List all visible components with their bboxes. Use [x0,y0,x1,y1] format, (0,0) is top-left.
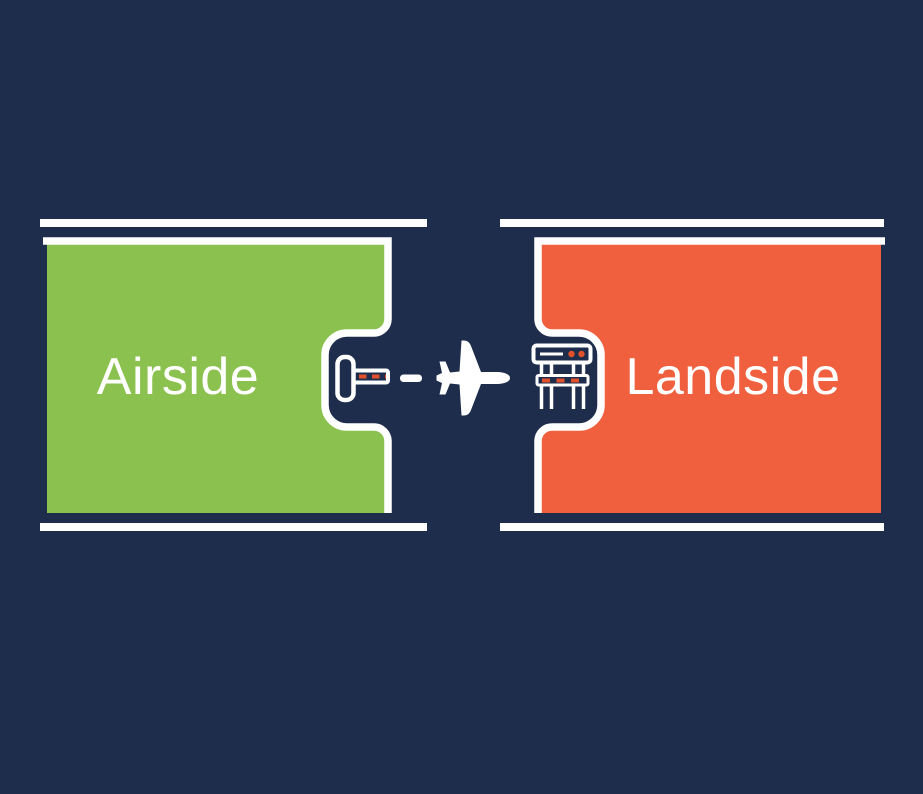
boundary-lines [40,219,884,531]
bottom-boundary-line-right [500,523,884,531]
airside-block [43,237,392,513]
landside-block [534,237,885,513]
airplane-icon [436,340,510,416]
barrier-post [335,354,356,403]
detector-light [568,350,575,358]
detector-light [578,350,585,358]
top-boundary-line-right [500,219,884,227]
barrier-gate-icon [335,354,390,403]
barrier-arm [351,368,390,385]
airside-block-fill [47,241,388,513]
bottom-boundary-line-left [40,523,427,531]
landside-label: Landside [625,348,841,406]
top-boundary-line-left [40,219,427,227]
landside-block-fill [538,241,881,513]
landside-block-border [534,237,885,513]
security-checkpoint-icon [531,343,593,409]
airside-label: Airside [96,348,260,406]
airside-block-border [43,237,392,513]
dash-icon [400,374,422,382]
